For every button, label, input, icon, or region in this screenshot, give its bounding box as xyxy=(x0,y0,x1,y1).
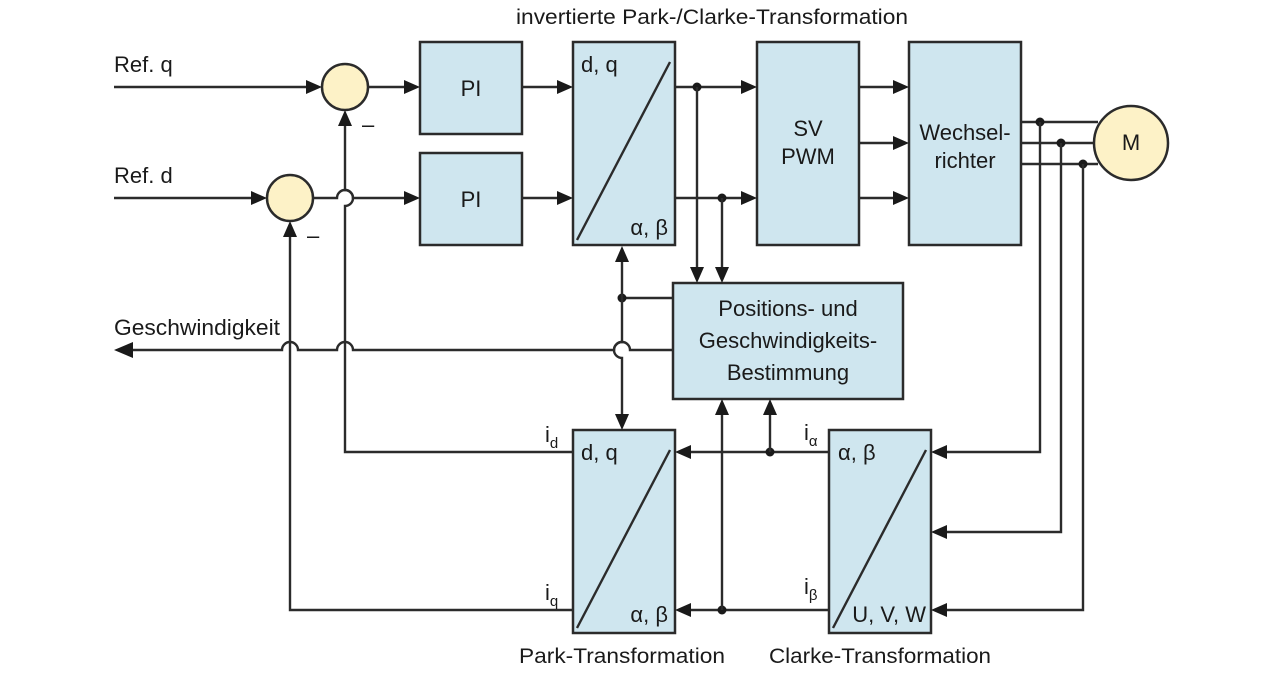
park-bottom-label: α, β xyxy=(630,602,668,627)
phase-v-tap xyxy=(941,143,1063,534)
ref-d-arrow xyxy=(251,191,267,205)
pwm-arrow-2 xyxy=(893,136,909,150)
clarke-caption: Clarke-Transformation xyxy=(769,645,991,668)
pwm-arrow-1 xyxy=(893,80,909,94)
estimator-label-line1: Positions- und xyxy=(718,296,857,321)
inverse-park-diagonal xyxy=(575,61,672,241)
svpwm-label-line1: SV xyxy=(793,116,823,141)
theta-to-park-line xyxy=(612,298,624,420)
phase-w-tap xyxy=(941,164,1085,612)
invpark-d-arrow xyxy=(557,191,573,205)
inverse-park-top-label: d, q xyxy=(581,52,618,77)
iq-feedback-line xyxy=(288,231,573,612)
top-caption: invertierte Park-/Clarke-Transformation xyxy=(516,6,908,29)
sum-d-feedback-arrow xyxy=(283,221,297,237)
ref-q-label: Ref. q xyxy=(114,52,173,77)
invpark-q-arrow xyxy=(557,80,573,94)
park-beta-arrow xyxy=(675,603,691,617)
invpark-theta-arrow xyxy=(615,246,629,262)
estimator-alpha-arrow xyxy=(690,267,704,283)
minus-sign-d: – xyxy=(307,223,320,248)
inverter-label-line2: richter xyxy=(934,148,995,173)
svpwm-alpha-arrow xyxy=(741,80,757,94)
phase-u-tap xyxy=(941,122,1042,454)
clarke-transformation-block xyxy=(827,428,933,635)
pwm-arrow-3 xyxy=(893,191,909,205)
ialpha-signal-label: iα xyxy=(804,420,818,450)
ref-d-label: Ref. d xyxy=(114,163,173,188)
estimator-beta-arrow xyxy=(715,267,729,283)
clarke-top-label: α, β xyxy=(838,440,876,465)
iq-signal-label: iq xyxy=(545,580,558,610)
id-feedback-line xyxy=(343,120,573,454)
pi-q-label: PI xyxy=(461,76,482,101)
pi-q-input-arrow xyxy=(404,80,420,94)
pi-controller-d xyxy=(418,151,524,247)
pi-d-label: PI xyxy=(461,187,482,212)
speed-output-arrow xyxy=(114,342,133,358)
clarke-u-arrow xyxy=(931,445,947,459)
pi-controller-q xyxy=(418,40,524,136)
id-signal-label: id xyxy=(545,422,558,452)
sum-d-to-pi-line xyxy=(313,188,410,200)
clarke-w-arrow xyxy=(931,603,947,617)
park-alpha-arrow xyxy=(675,445,691,459)
estimator-label-line2: Geschwindigkeits- xyxy=(699,328,878,353)
pi-d-input-arrow xyxy=(404,191,420,205)
clarke-diagonal xyxy=(831,449,928,629)
estimator-label-line3: Bestimmung xyxy=(727,360,849,385)
speed-output-label: Geschwindigkeit xyxy=(114,315,280,340)
park-top-label: d, q xyxy=(581,440,618,465)
inverse-park-bottom-label: α, β xyxy=(630,215,668,240)
summing-junction-q xyxy=(320,62,370,112)
sum-q-feedback-arrow xyxy=(338,110,352,126)
estimator-block xyxy=(671,281,905,401)
motor-label: M xyxy=(1122,130,1140,155)
inverse-park-clarke-block xyxy=(571,40,677,247)
clarke-bottom-label: U, V, W xyxy=(852,602,926,627)
svpwm-label-line2: PWM xyxy=(781,144,835,169)
minus-sign-q: – xyxy=(362,112,375,137)
estimator-ialpha-arrow xyxy=(763,399,777,415)
park-caption: Park-Transformation xyxy=(519,645,725,668)
inverter-label-line1: Wechsel- xyxy=(919,120,1010,145)
clarke-v-arrow xyxy=(931,525,947,539)
ibeta-signal-label: iβ xyxy=(804,574,818,604)
estimator-ibeta-arrow xyxy=(715,399,729,415)
park-theta-arrow xyxy=(615,414,629,430)
speed-output-line xyxy=(130,340,673,352)
park-transformation-block xyxy=(571,428,677,635)
summing-junction-d xyxy=(265,173,315,223)
svpwm-beta-arrow xyxy=(741,191,757,205)
park-diagonal xyxy=(575,449,672,629)
ref-q-arrow xyxy=(306,80,322,94)
